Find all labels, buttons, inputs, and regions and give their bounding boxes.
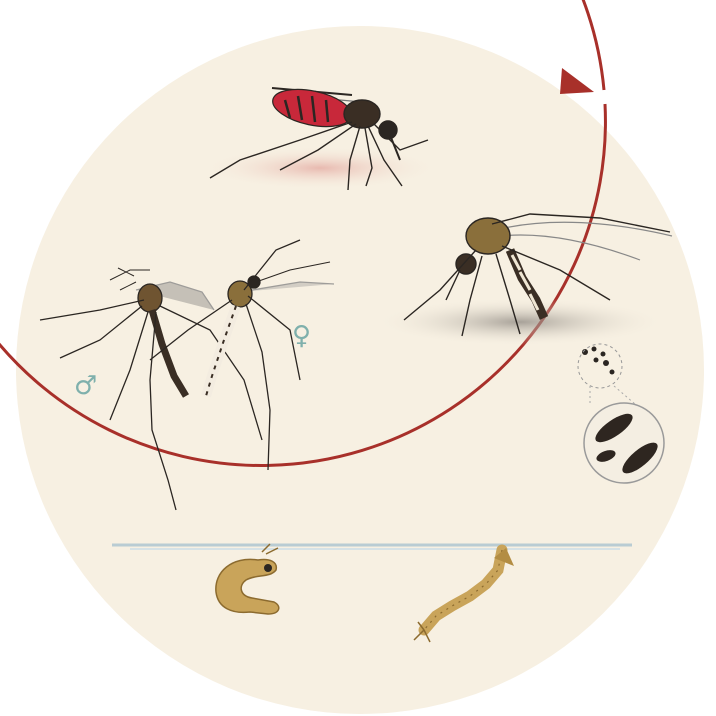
egg-dot-2 xyxy=(592,347,597,352)
egg-dot-6 xyxy=(610,370,615,375)
egg-dot-4 xyxy=(594,358,599,363)
cycle-background xyxy=(16,26,704,714)
surface-patch xyxy=(375,298,665,346)
egg-dot-3 xyxy=(601,352,606,357)
blood-spot xyxy=(200,146,440,190)
egg-dot-5 xyxy=(603,360,609,366)
pupa-eye xyxy=(264,564,272,572)
male-symbol: ♂ xyxy=(74,371,97,401)
cycle-arrow-icon xyxy=(560,68,594,94)
female-symbol: ♀ xyxy=(292,321,311,351)
